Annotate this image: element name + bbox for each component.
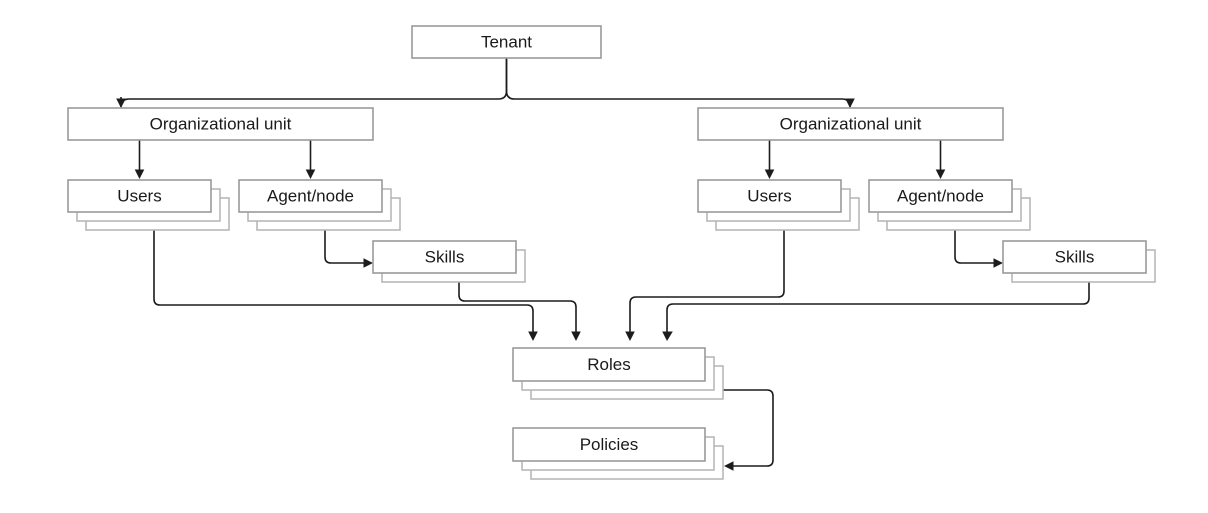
edge-agent-right-to-skills-right [954, 230, 1003, 268]
node-skills-right-label: Skills [1055, 247, 1095, 266]
edge-users-right-to-roles [625, 230, 785, 341]
edge-agent-left-to-skills-left [324, 230, 373, 268]
arrowhead-icon [363, 258, 373, 268]
arrowhead-icon [724, 461, 734, 471]
edge-tenant-to-ou-left [116, 58, 508, 108]
node-organizational-unit-left[interactable]: Organizational unit [67, 107, 374, 141]
edge-ou-right-to-users-right [764, 140, 775, 179]
node-organizational-unit-right[interactable]: Organizational unit [697, 107, 1004, 141]
stack-layer-1 [238, 179, 383, 213]
node-agent-node-right-label: Agent/node [897, 186, 984, 205]
arrowhead-icon [662, 331, 673, 341]
edge-ou-left-to-agent-left [305, 140, 316, 179]
stack-layer-1 [1002, 240, 1147, 274]
stack-layer-1 [868, 179, 1013, 213]
arrowhead-icon [764, 169, 775, 179]
edge-tenant-to-ou-right [505, 58, 855, 108]
node-agent-node-right[interactable]: Agent/node [868, 179, 1031, 231]
arrowhead-icon [528, 331, 538, 341]
edge-ou-left-to-users-left [134, 140, 145, 179]
node-users-left-label: Users [117, 186, 161, 205]
stack-layer-1 [512, 427, 706, 462]
arrowhead-icon [845, 98, 855, 108]
edge-layer [116, 58, 1090, 471]
node-tenant[interactable]: Tenant [411, 25, 602, 59]
edge-roles-to-policies [723, 389, 774, 471]
node-policies-label: Policies [580, 435, 639, 454]
arrowhead-icon [134, 169, 145, 179]
stack-layer-1 [697, 179, 842, 213]
node-agent-node-left-label: Agent/node [267, 186, 354, 205]
node-organizational-unit-right-label: Organizational unit [780, 114, 922, 133]
node-users-right[interactable]: Users [697, 179, 860, 231]
arrowhead-icon [625, 331, 635, 341]
node-users-left[interactable]: Users [67, 179, 230, 231]
node-organizational-unit-left-label: Organizational unit [150, 114, 292, 133]
node-agent-node-left[interactable]: Agent/node [238, 179, 401, 231]
stack-layer-1 [67, 179, 212, 213]
stack-layer-1 [372, 240, 517, 274]
edge-skills-right-to-roles [662, 282, 1090, 341]
node-skills-left-label: Skills [425, 247, 465, 266]
node-roles-label: Roles [587, 355, 630, 374]
arrowhead-icon [993, 258, 1003, 268]
edge-users-left-to-roles [153, 230, 538, 341]
node-policies[interactable]: Policies [512, 427, 724, 480]
node-skills-right[interactable]: Skills [1002, 240, 1156, 283]
node-users-right-label: Users [747, 186, 791, 205]
node-skills-left[interactable]: Skills [372, 240, 526, 283]
stack-layer-1 [512, 347, 706, 382]
edge-skills-left-to-roles [458, 282, 581, 341]
node-roles[interactable]: Roles [512, 347, 724, 400]
node-tenant-label: Tenant [481, 32, 532, 51]
arrowhead-icon [305, 169, 316, 179]
arrowhead-icon [935, 169, 946, 179]
arrowhead-icon [571, 331, 581, 341]
edge-ou-right-to-agent-right [935, 140, 946, 179]
arrowhead-icon [116, 98, 126, 108]
